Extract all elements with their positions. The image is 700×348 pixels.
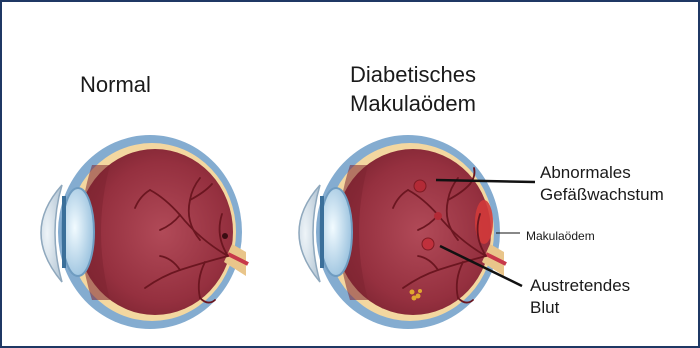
label-abnormal-line2: Gefäßwachstum [540, 184, 664, 206]
title-normal: Normal [80, 72, 151, 98]
dme-eye [299, 135, 506, 329]
label-abnormal-vessel-growth: Abnormales Gefäßwachstum [540, 162, 664, 206]
label-macular-edema: Makulaödem [526, 229, 595, 243]
label-leaking-blood: Austretendes Blut [530, 275, 630, 319]
label-leaking-line1: Austretendes [530, 275, 630, 297]
label-leaking-line2: Blut [530, 297, 630, 319]
dme-lens [320, 188, 352, 276]
title-dme-line1: Diabetisches [318, 60, 508, 89]
leaking-blood-spot [422, 238, 434, 250]
title-diabetic-macular-edema: Diabetisches Makulaödem [318, 60, 508, 118]
normal-eye [41, 135, 248, 329]
normal-lens [62, 188, 94, 276]
abnormal-vessel-spot [414, 180, 426, 192]
title-dme-line2: Makulaödem [318, 89, 508, 118]
abnormal-vessel-spot [434, 212, 442, 220]
label-abnormal-line1: Abnormales [540, 162, 664, 184]
